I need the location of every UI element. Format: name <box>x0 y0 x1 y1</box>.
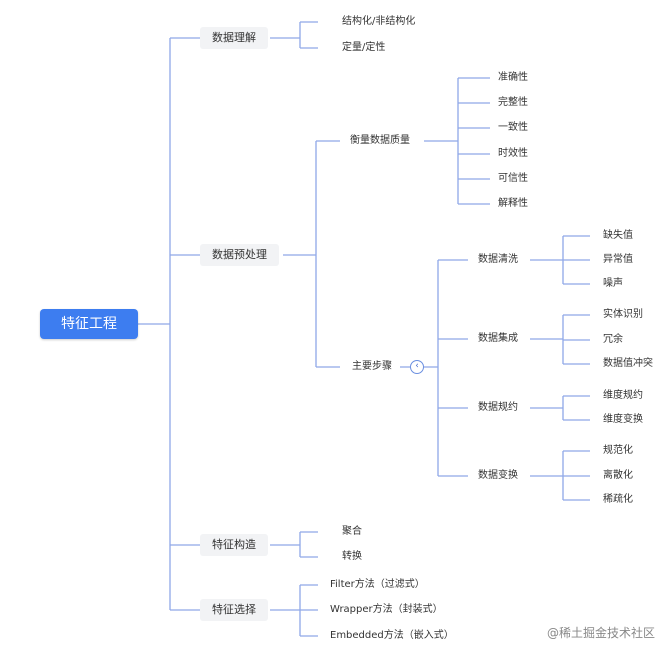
node-dimension-reduction[interactable]: 维度规约 <box>603 390 643 401</box>
branch-feature-selection[interactable]: 特征选择 <box>200 599 268 621</box>
node-aggregation[interactable]: 聚合 <box>342 526 362 537</box>
node-sparsification[interactable]: 稀疏化 <box>603 494 633 505</box>
node-noise[interactable]: 噪声 <box>603 278 623 289</box>
node-data-reduction[interactable]: 数据规约 <box>478 402 518 413</box>
branch-data-preprocessing[interactable]: 数据预处理 <box>200 244 279 266</box>
node-consistency[interactable]: 一致性 <box>498 122 528 133</box>
node-outliers[interactable]: 异常值 <box>603 254 633 265</box>
node-normalization[interactable]: 规范化 <box>603 445 633 456</box>
node-value-conflict[interactable]: 数据值冲突 <box>603 358 653 369</box>
collapse-chevron-icon[interactable]: ‹ <box>410 360 424 374</box>
root-node[interactable]: 特征工程 <box>40 309 138 339</box>
node-quantitative[interactable]: 定量/定性 <box>342 42 386 53</box>
node-redundancy[interactable]: 冗余 <box>603 334 623 345</box>
node-interpretability[interactable]: 解释性 <box>498 198 528 209</box>
node-data-cleaning[interactable]: 数据清洗 <box>478 254 518 265</box>
node-filter-method[interactable]: Filter方法（过滤式） <box>330 579 425 590</box>
node-dimension-transform[interactable]: 维度变换 <box>603 414 643 425</box>
node-completeness[interactable]: 完整性 <box>498 97 528 108</box>
branch-feature-construction[interactable]: 特征构造 <box>200 534 268 556</box>
node-structured[interactable]: 结构化/非结构化 <box>342 16 416 27</box>
node-discretization[interactable]: 离散化 <box>603 470 633 481</box>
source-credit: @稀土掘金技术社区 <box>546 626 655 640</box>
node-timeliness[interactable]: 时效性 <box>498 148 528 159</box>
node-wrapper-method[interactable]: Wrapper方法（封装式） <box>330 604 443 615</box>
node-entity-recognition[interactable]: 实体识别 <box>603 309 643 320</box>
node-accuracy[interactable]: 准确性 <box>498 72 528 83</box>
node-credibility[interactable]: 可信性 <box>498 173 528 184</box>
node-data-transformation[interactable]: 数据变换 <box>478 470 518 481</box>
node-conversion[interactable]: 转换 <box>342 551 362 562</box>
node-main-steps[interactable]: 主要步骤 <box>352 361 392 372</box>
node-measure-quality[interactable]: 衡量数据质量 <box>350 135 410 146</box>
node-missing-values[interactable]: 缺失值 <box>603 230 633 241</box>
branch-data-understanding[interactable]: 数据理解 <box>200 27 268 49</box>
node-data-integration[interactable]: 数据集成 <box>478 333 518 344</box>
node-embedded-method[interactable]: Embedded方法（嵌入式） <box>330 630 454 641</box>
